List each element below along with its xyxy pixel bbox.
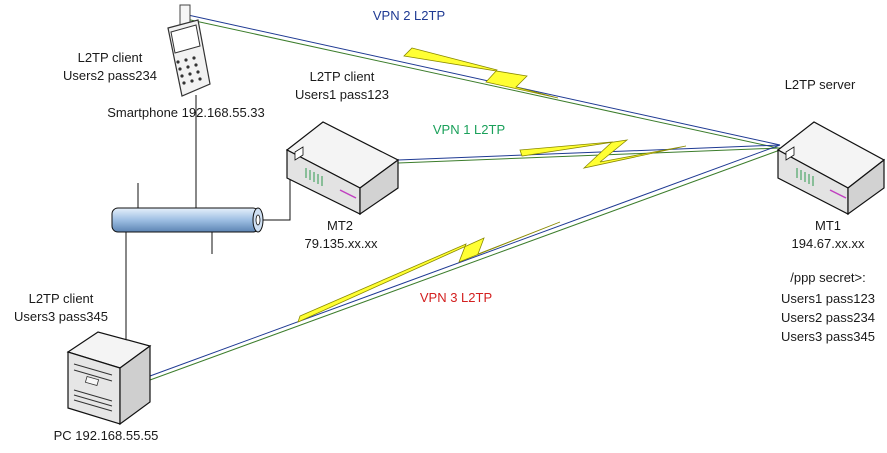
lan-bus-pipe — [111, 207, 264, 233]
smartphone-client-label: L2TP client — [78, 50, 143, 65]
mt1-name: MT1 — [815, 218, 841, 233]
mt2-ip: 79.135.xx.xx — [305, 236, 378, 251]
pc-tower-icon — [66, 331, 152, 426]
mt2-credentials: Users1 pass123 — [295, 87, 389, 102]
vpn-3-tunnel — [149, 144, 781, 381]
smartphone-credentials: Users2 pass234 — [63, 68, 157, 83]
mt2-client-label: L2TP client — [310, 69, 375, 84]
vpn-1-lightning-bolt — [519, 139, 687, 169]
ppp-secret-item: Users1 pass123 — [781, 291, 875, 306]
mt2-router-icon — [285, 121, 400, 216]
smartphone-name: Smartphone 192.168.55.33 — [107, 105, 265, 120]
ppp-secret-title: /ppp secret>: — [790, 270, 866, 285]
mt2-name: MT2 — [327, 218, 353, 233]
mt2-labels: L2TP client Users1 pass123 MT2 79.135.xx… — [295, 69, 389, 251]
vpn-2-lightning-bolt — [403, 47, 559, 99]
smartphone-labels: L2TP client Users2 pass234 Smartphone 19… — [63, 50, 265, 120]
vpn-3-label: VPN 3 L2TP — [420, 290, 492, 305]
lan-cables — [125, 95, 291, 345]
vpn-labels: VPN 2 L2TP VPN 1 L2TP VPN 3 L2TP — [373, 8, 505, 305]
mt1-server-label: L2TP server — [785, 77, 856, 92]
vpn-3-lightning-bolt — [297, 221, 561, 323]
vpn-2-tunnel — [185, 14, 781, 149]
pc-credentials: Users3 pass345 — [14, 309, 108, 324]
mt1-router-icon — [776, 121, 886, 216]
vpn-1-label: VPN 1 L2TP — [433, 122, 505, 137]
ppp-secret-item: Users2 pass234 — [781, 310, 875, 325]
pc-labels: L2TP client Users3 pass345 PC 192.168.55… — [14, 291, 158, 443]
mt1-ip: 194.67.xx.xx — [792, 236, 865, 251]
pc-client-label: L2TP client — [29, 291, 94, 306]
mt1-labels: L2TP server MT1 194.67.xx.xx /ppp secret… — [781, 77, 875, 344]
smartphone-icon — [167, 4, 211, 97]
pc-name: PC 192.168.55.55 — [54, 428, 159, 443]
vpn-1-tunnel — [397, 139, 781, 169]
vpn-2-label: VPN 2 L2TP — [373, 8, 445, 23]
ppp-secret-item: Users3 pass345 — [781, 329, 875, 344]
